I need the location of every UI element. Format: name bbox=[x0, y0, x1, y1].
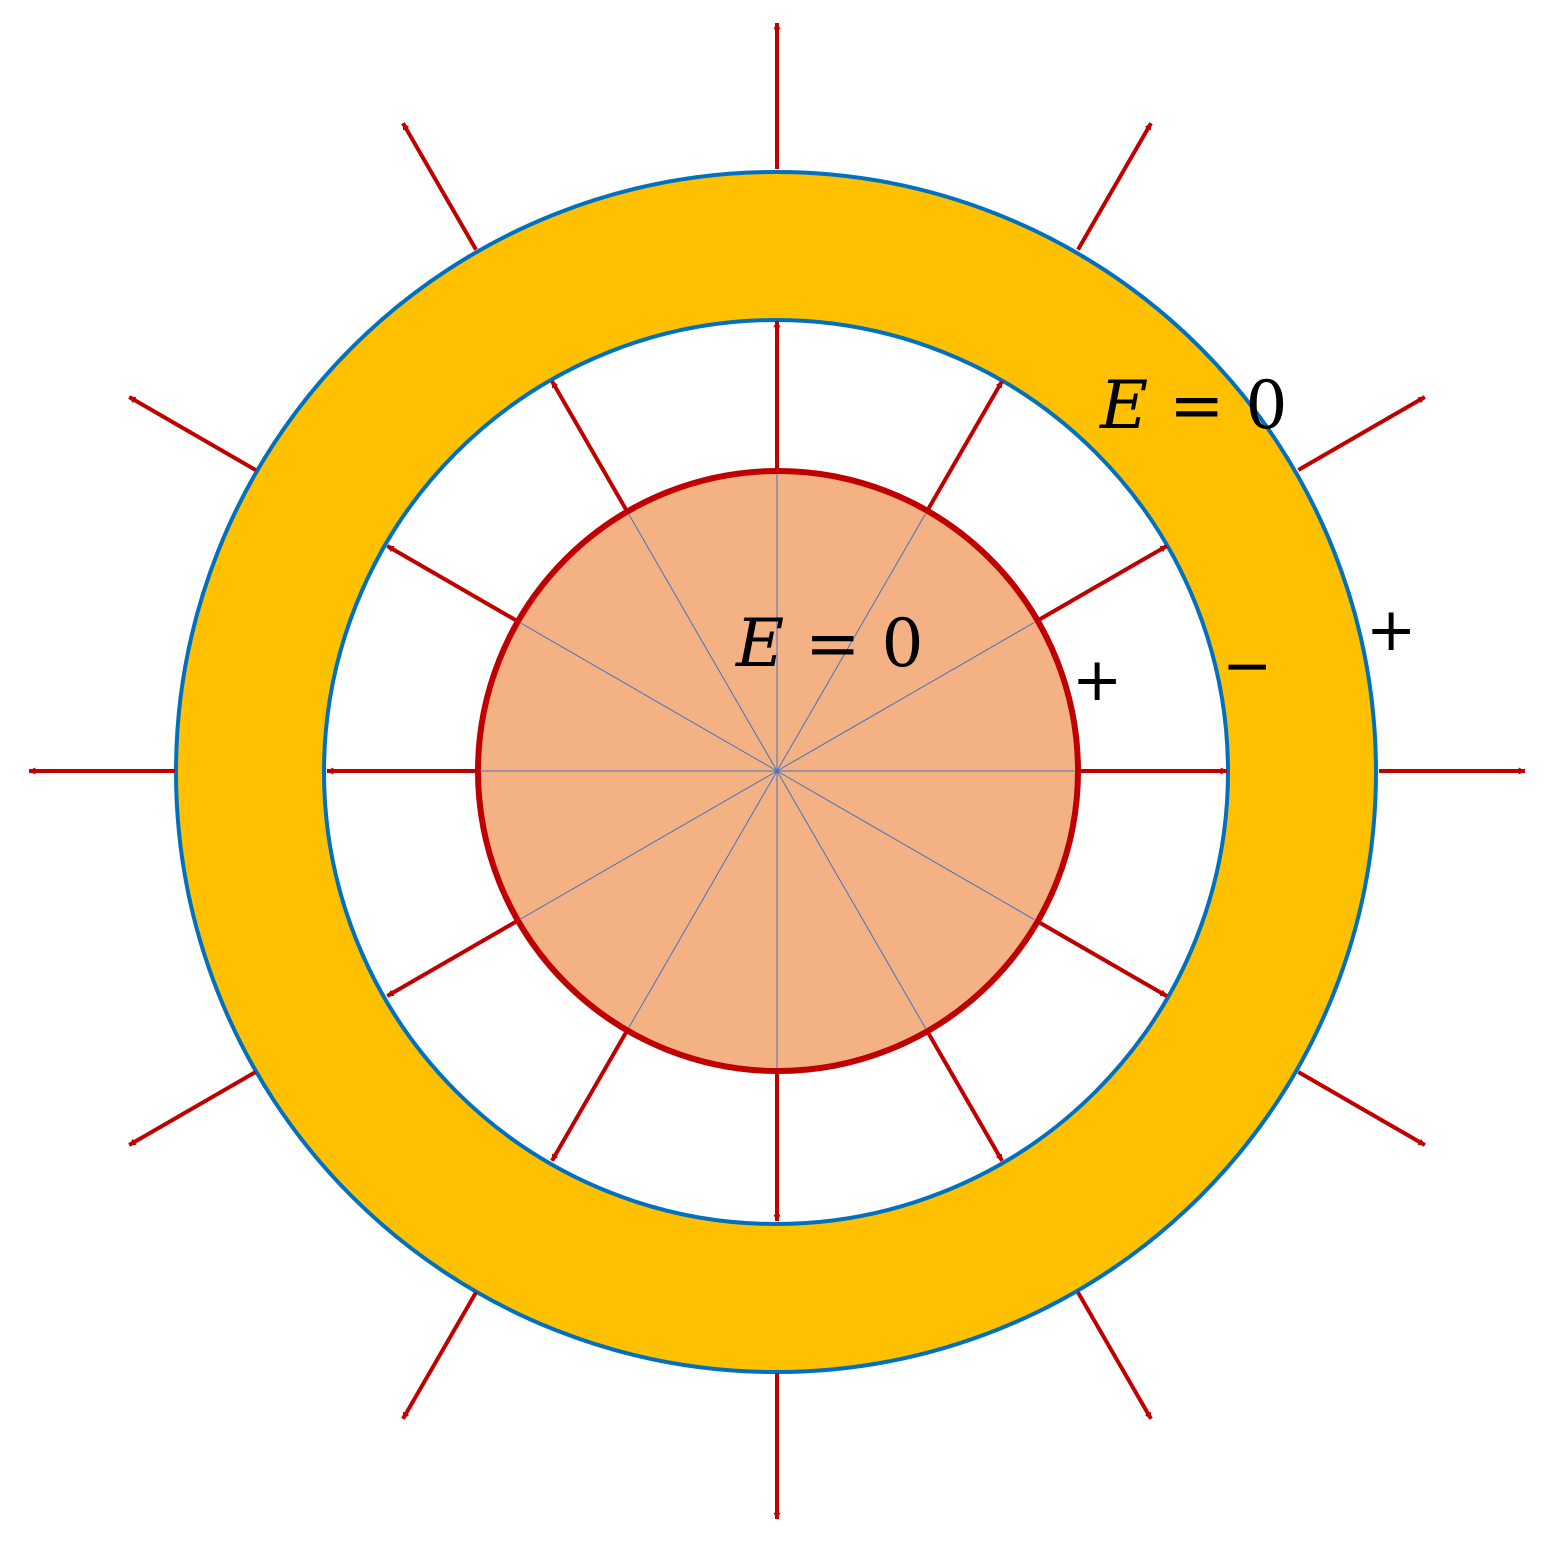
core-surface-charge-sign: + bbox=[1072, 645, 1122, 715]
shell-field-label: E = 0 bbox=[1099, 367, 1287, 444]
radial-line bbox=[776, 513, 926, 772]
radial-line bbox=[628, 770, 778, 1029]
inner-field-arrow bbox=[926, 380, 1004, 511]
radial-line bbox=[776, 770, 926, 1029]
inner-field-arrow bbox=[550, 1031, 628, 1162]
radial-line bbox=[519, 770, 778, 920]
outer-field-arrow bbox=[401, 1291, 478, 1420]
outer-field-arrow bbox=[1076, 122, 1153, 251]
shell-outer-charge-sign: + bbox=[1366, 595, 1416, 665]
core-radial-lines bbox=[480, 474, 1074, 1068]
outer-field-arrow bbox=[401, 122, 478, 251]
inner-field-arrow bbox=[926, 1031, 1004, 1162]
inner-field-arrow bbox=[1037, 920, 1168, 998]
inner-field-arrows bbox=[326, 320, 1228, 1222]
inner-field-arrow bbox=[386, 544, 517, 622]
outer-field-arrow bbox=[1076, 1291, 1153, 1420]
outer-field-arrows bbox=[28, 22, 1526, 1520]
radial-line bbox=[776, 622, 1035, 772]
radial-line bbox=[628, 513, 778, 772]
shell-inner-charge-sign: − bbox=[1222, 631, 1272, 701]
radial-line bbox=[519, 622, 778, 772]
radial-line bbox=[776, 770, 1035, 920]
inner-field-arrow bbox=[1037, 544, 1168, 622]
outer-field-arrow bbox=[128, 1070, 257, 1147]
inner-field-arrow bbox=[386, 920, 517, 998]
core-field-label: E = 0 bbox=[735, 605, 923, 682]
outer-field-arrow bbox=[1297, 1070, 1426, 1147]
inner-field-arrow bbox=[550, 380, 628, 511]
outer-field-arrow bbox=[1297, 395, 1426, 472]
outer-field-arrow bbox=[128, 395, 257, 472]
